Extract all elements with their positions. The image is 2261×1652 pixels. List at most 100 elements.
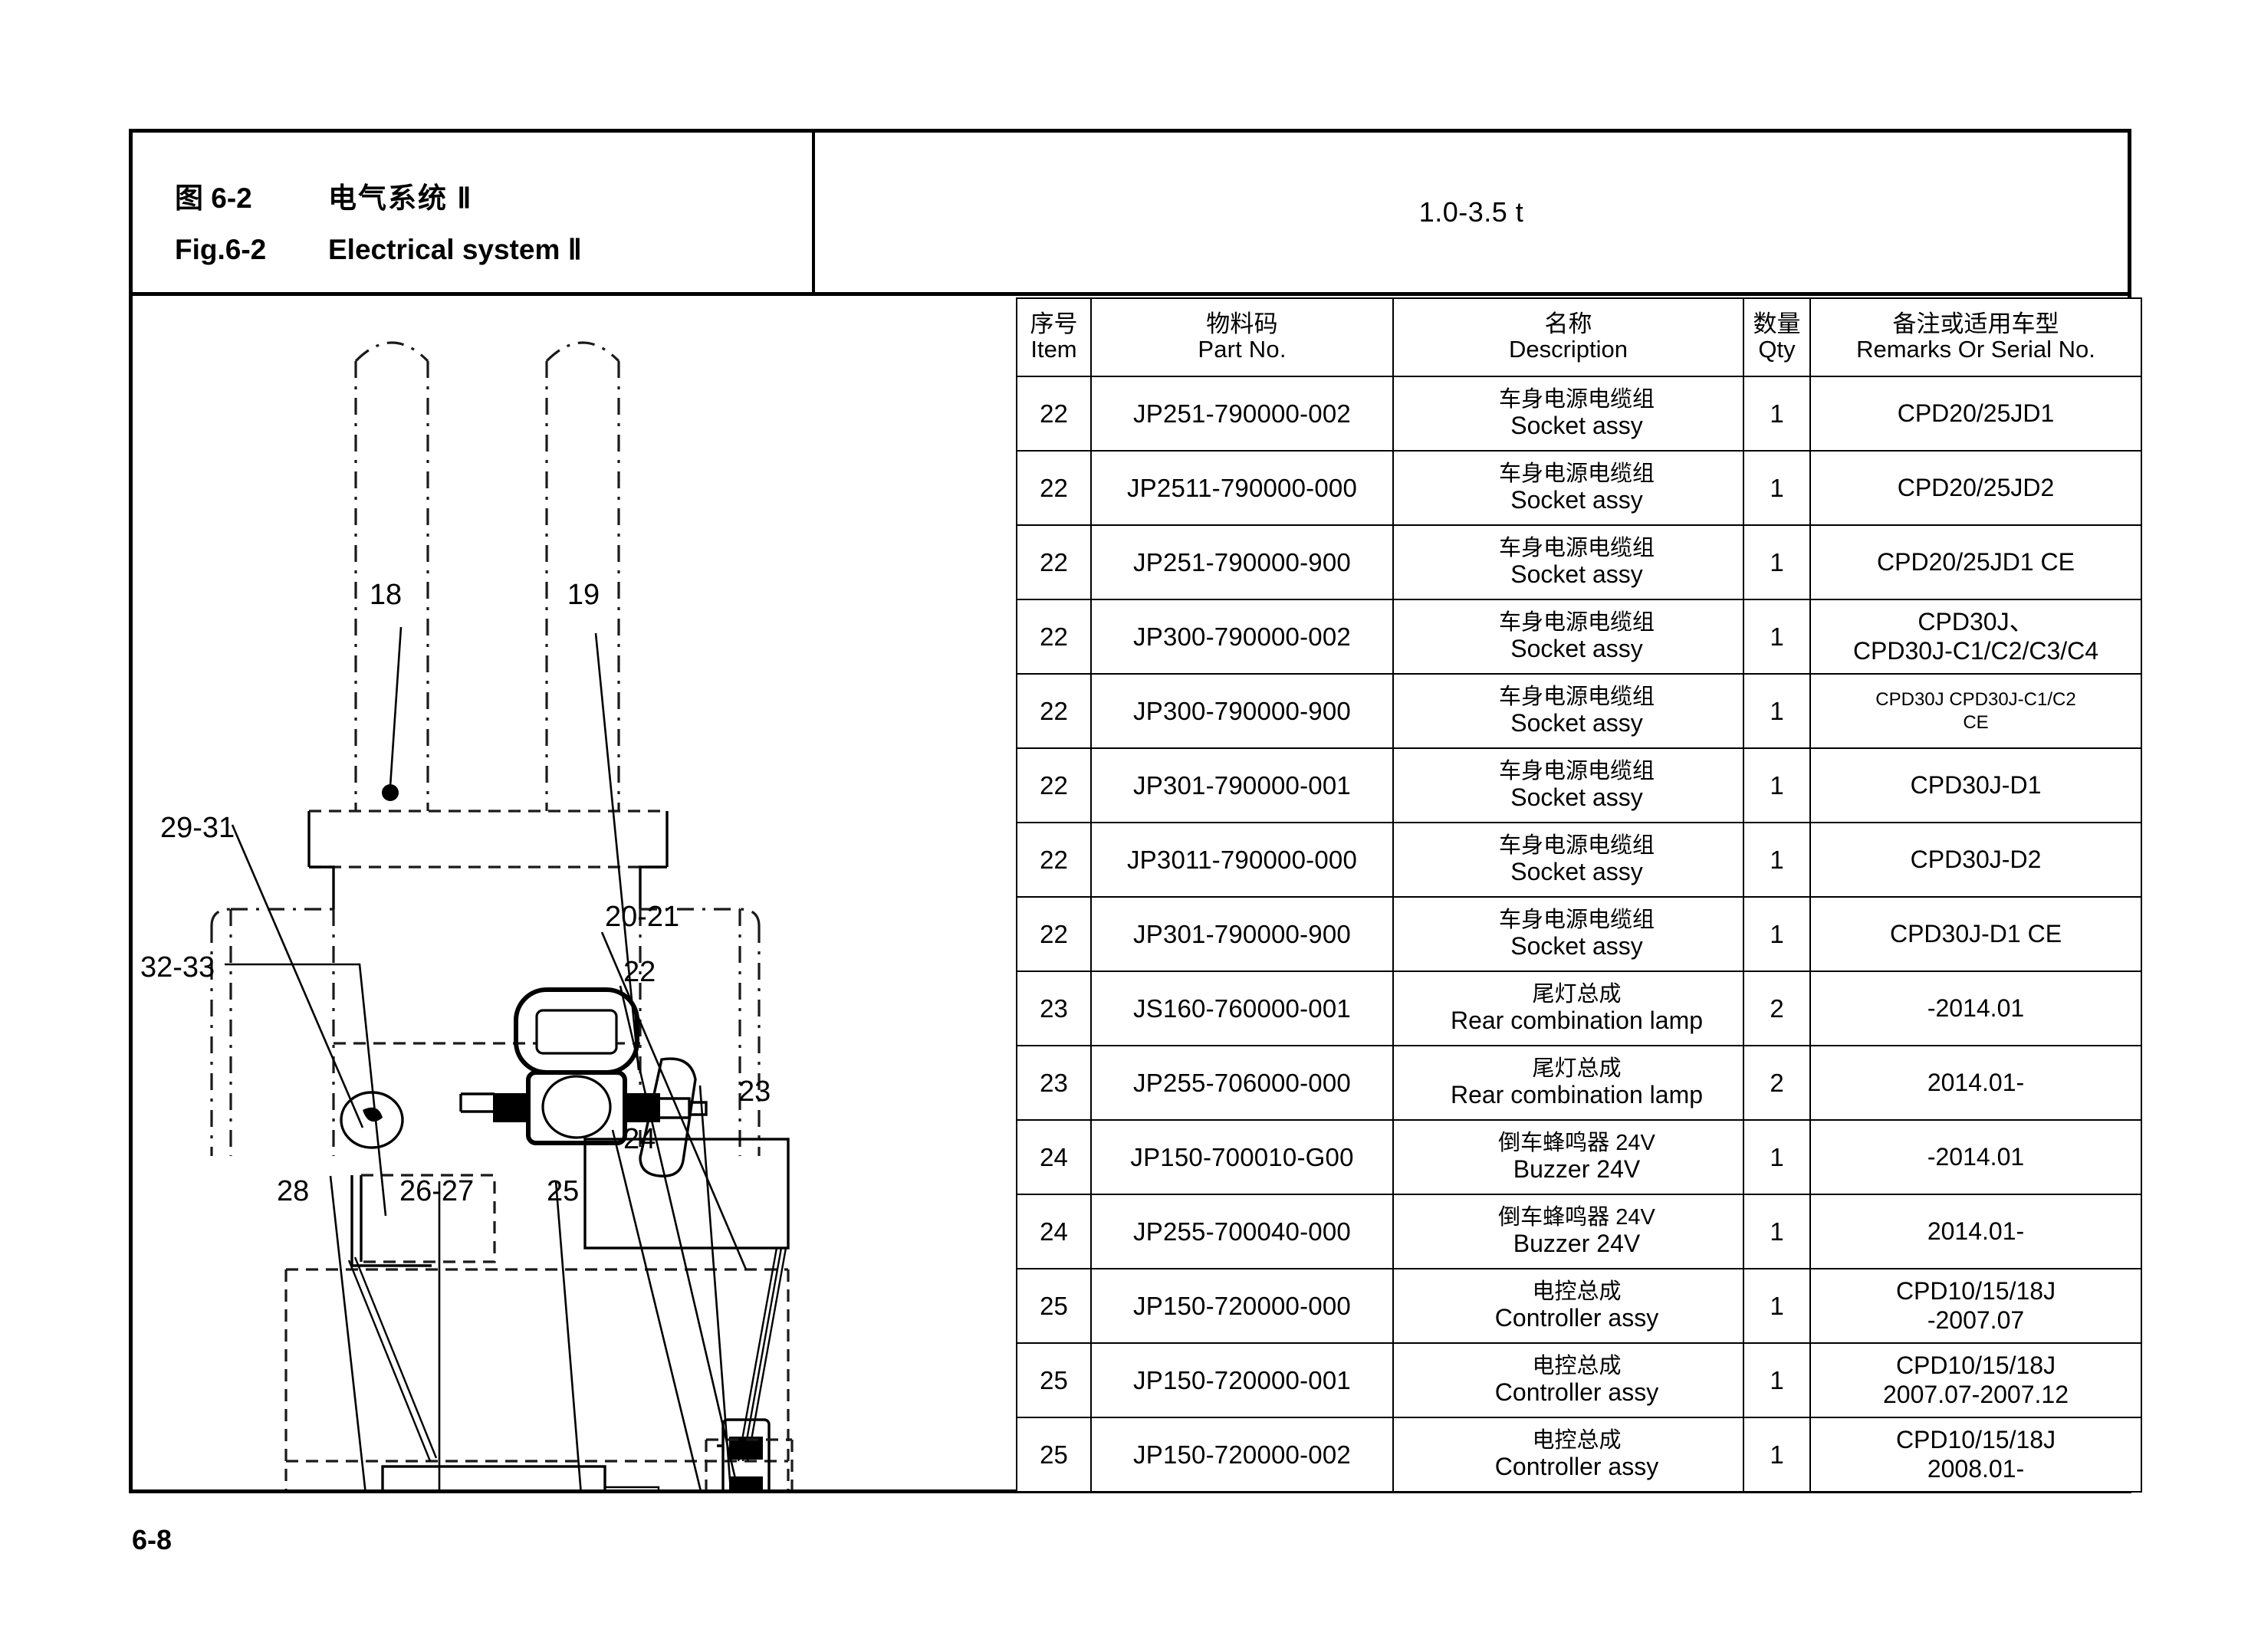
description-en: Socket assy — [1510, 783, 1643, 811]
column-header-description: 名称 Description — [1392, 297, 1744, 377]
cell-part-no: JP255-700040-000 — [1090, 1194, 1394, 1269]
description-en: Socket assy — [1510, 411, 1643, 439]
page-frame: 图 6-2 电气系统 Ⅱ Fig.6-2 Electrical system Ⅱ… — [129, 129, 2142, 1493]
cell-qty: 2 — [1743, 1045, 1811, 1121]
page-number: 6-8 — [132, 1524, 173, 1555]
description-cn: 尾灯总成 — [1532, 981, 1622, 1007]
cell-remarks: CPD30J-D1 — [1809, 747, 2142, 823]
cell-remarks: CPD30J-D1 CE — [1809, 896, 2142, 972]
description-cn: 车身电源电缆组 — [1498, 833, 1655, 858]
cell-part-no: JP3011-790000-000 — [1090, 822, 1394, 898]
description-cn: 电控总成 — [1532, 1427, 1622, 1453]
cell-qty: 1 — [1743, 822, 1811, 898]
left-compartment — [350, 1174, 496, 1267]
callout-32-33: 32-33 — [140, 951, 215, 984]
cell-qty: 1 — [1743, 1268, 1811, 1344]
battery-box — [583, 1138, 790, 1250]
cell-part-no: JP150-720000-001 — [1090, 1342, 1394, 1418]
cell-remarks: CPD30J、CPD30J-C1/C2/C3/C4 — [1809, 599, 2142, 675]
figure-title-cn: 电气系统 Ⅱ — [328, 182, 473, 214]
column-header-part-no-cn: 物料码 — [1206, 310, 1278, 337]
cell-item: 25 — [1016, 1342, 1092, 1418]
description-cn: 车身电源电缆组 — [1498, 535, 1655, 560]
cell-remarks: CPD20/25JD1 CE — [1809, 524, 2142, 600]
cell-qty: 1 — [1743, 1417, 1811, 1493]
controller-assembly-box — [381, 1465, 660, 1489]
cell-part-no: JP301-790000-001 — [1090, 747, 1394, 823]
mast-crossbeam — [307, 810, 669, 909]
cell-item: 22 — [1016, 747, 1092, 823]
description-cn: 尾灯总成 — [1532, 1056, 1622, 1081]
cell-part-no: JP150-720000-002 — [1090, 1417, 1394, 1493]
callout-26-27: 26-27 — [399, 1175, 474, 1207]
cell-part-no: JP150-720000-000 — [1090, 1268, 1394, 1344]
key-switch-group — [340, 1091, 404, 1149]
column-header-description-en: Description — [1508, 336, 1628, 363]
description-en: Socket assy — [1510, 931, 1643, 960]
description-cn: 车身电源电缆组 — [1498, 684, 1655, 709]
figure-title-english-line: Fig.6-2 Electrical system Ⅱ — [175, 233, 812, 266]
cell-part-no: JS160-760000-001 — [1090, 971, 1394, 1046]
description-cn: 倒车蜂鸣器 24V — [1498, 1204, 1655, 1230]
column-header-remarks-cn: 备注或适用车型 — [1892, 310, 2059, 337]
tonnage-label: 1.0-3.5 t — [1418, 196, 1524, 228]
cell-item: 24 — [1016, 1194, 1092, 1269]
column-header-item-en: Item — [1030, 336, 1077, 363]
description-cn: 车身电源电缆组 — [1498, 461, 1655, 486]
cell-qty: 1 — [1743, 450, 1811, 526]
figure-title-chinese-line: 图 6-2 电气系统 Ⅱ — [175, 175, 812, 216]
table-header-row: 序号 Item 物料码 Part No. 名称 Description 数量 — [1016, 297, 2142, 377]
column-header-description-cn: 名称 — [1544, 310, 1592, 337]
cell-item: 22 — [1016, 450, 1092, 526]
description-en: Buzzer 24V — [1513, 1229, 1641, 1257]
description-en: Socket assy — [1510, 857, 1643, 885]
leader-lines — [225, 626, 748, 1489]
description-en: Rear combination lamp — [1450, 1080, 1704, 1108]
cell-qty: 1 — [1743, 1119, 1811, 1195]
cell-part-no: JP255-706000-000 — [1090, 1045, 1394, 1121]
cell-qty: 1 — [1743, 599, 1811, 675]
cell-qty: 1 — [1743, 376, 1811, 452]
instrument-cluster-group — [459, 987, 708, 1145]
cell-item: 24 — [1016, 1119, 1092, 1195]
figure-number-cn: 图 6-2 — [175, 182, 252, 214]
callout-28: 28 — [277, 1175, 309, 1207]
tonnage-block: 1.0-3.5 t — [815, 133, 2128, 292]
cell-remarks: CPD20/25JD1 — [1809, 376, 2142, 452]
cell-part-no: JP301-790000-900 — [1090, 896, 1394, 972]
cell-remarks: -2014.01 — [1809, 1119, 2142, 1195]
cell-qty: 2 — [1743, 971, 1811, 1046]
control-lever-group — [639, 1057, 697, 1177]
description-cn: 车身电源电缆组 — [1498, 907, 1655, 932]
cell-qty: 1 — [1743, 673, 1811, 749]
cell-qty: 1 — [1743, 1342, 1811, 1418]
cell-item: 25 — [1016, 1417, 1092, 1493]
column-header-part-no: 物料码 Part No. — [1090, 297, 1394, 377]
cell-item: 22 — [1016, 822, 1092, 898]
callout-23: 23 — [738, 1076, 771, 1108]
callout-20-21: 20-21 — [605, 901, 679, 933]
figure-title-block: 图 6-2 电气系统 Ⅱ Fig.6-2 Electrical system Ⅱ — [133, 133, 815, 292]
description-cn: 车身电源电缆组 — [1498, 386, 1655, 412]
body-outline-group — [210, 908, 761, 1156]
cell-part-no: JP300-790000-002 — [1090, 599, 1394, 675]
